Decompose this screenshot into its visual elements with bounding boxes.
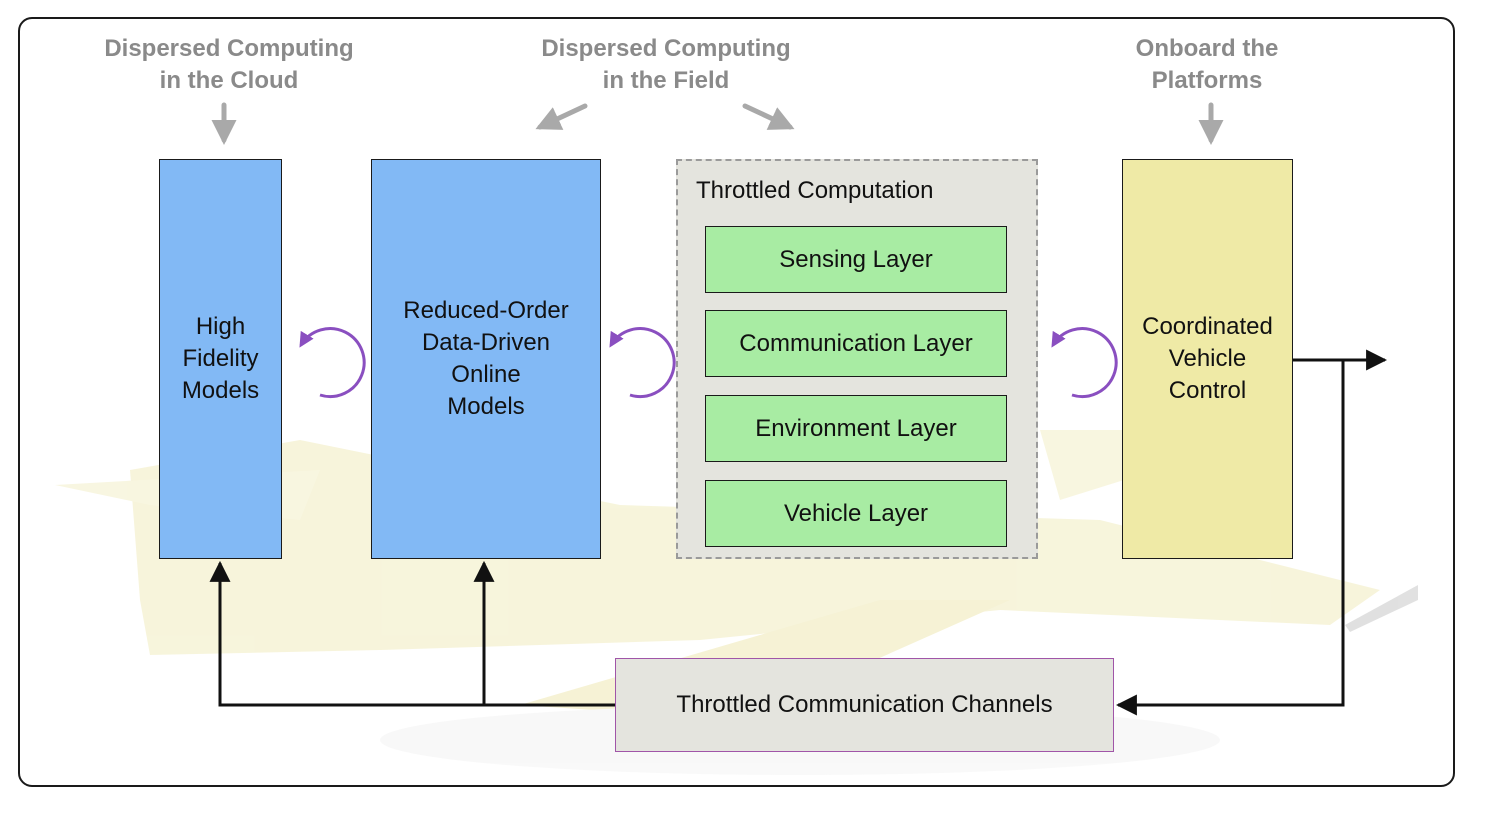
throttled-communication-channels-box: Throttled Communication Channels	[615, 658, 1114, 752]
vehicle-layer-box: Vehicle Layer	[705, 480, 1007, 547]
throttled-computation-panel: Throttled Computation Sensing Layer Comm…	[676, 159, 1038, 559]
high-fidelity-models-box: High Fidelity Models	[159, 159, 282, 559]
channels-to-high-fidelity-arrow	[209, 560, 615, 707]
circular-arrow-icon	[1051, 327, 1118, 399]
field-right-arrow-icon	[742, 103, 795, 130]
reduced-order-models-box: Reduced-Order Data-Driven Online Models	[371, 159, 601, 559]
header-cloud: Dispersed Computing in the Cloud	[104, 35, 354, 94]
circular-arrow-icon	[609, 327, 676, 399]
communication-layer-box: Communication Layer	[705, 310, 1007, 377]
header-onboard: Onboard the Platforms	[1135, 35, 1279, 94]
throttled-computation-title: Throttled Computation	[696, 177, 934, 204]
sensing-layer-box: Sensing Layer	[705, 226, 1007, 293]
field-left-arrow-icon	[535, 103, 588, 130]
coordinated-vehicle-control-box: Coordinated Vehicle Control	[1122, 159, 1293, 559]
circular-arrow-icon	[299, 327, 366, 399]
environment-layer-box: Environment Layer	[705, 395, 1007, 462]
feedback-to-channels-arrow	[1115, 360, 1345, 716]
header-field: Dispersed Computing in the Field	[541, 35, 791, 94]
